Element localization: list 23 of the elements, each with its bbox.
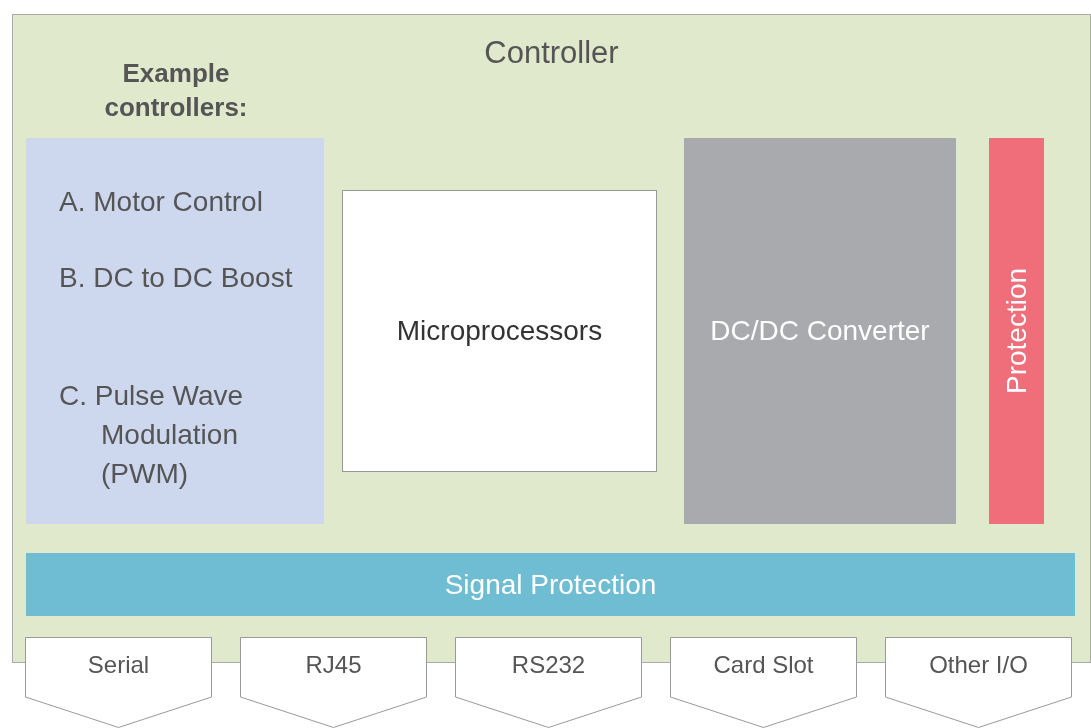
diagram-heading: Controller [483, 35, 620, 71]
port-label: RJ45 [304, 651, 363, 679]
converter-box [684, 138, 956, 524]
box-label: Protection [1000, 267, 1033, 395]
io-port-shape [25, 637, 212, 728]
signal-protection-bar [26, 553, 1075, 616]
io-port-shape [240, 637, 427, 728]
section-heading: Example controllers: [103, 57, 249, 124]
protection-bar [989, 138, 1044, 524]
port-label: Serial [86, 651, 151, 679]
box-label: Signal Protection [443, 567, 658, 602]
processor-box [342, 190, 657, 472]
box-label: DC/DC Converter [709, 314, 931, 348]
io-port-shape [885, 637, 1072, 728]
port-label: Other I/O [928, 651, 1029, 679]
box-label: Microprocessors [395, 314, 604, 348]
io-port-shape [455, 637, 642, 728]
io-port-shape [670, 637, 857, 728]
port-label: RS232 [510, 651, 587, 679]
port-label: Card Slot [712, 651, 815, 679]
list-item: B. DC to DC Boost [59, 261, 294, 295]
list-item: A. Motor Control [59, 185, 264, 219]
list-item: C. Pulse Wave Modulation (PWM) [59, 379, 245, 491]
